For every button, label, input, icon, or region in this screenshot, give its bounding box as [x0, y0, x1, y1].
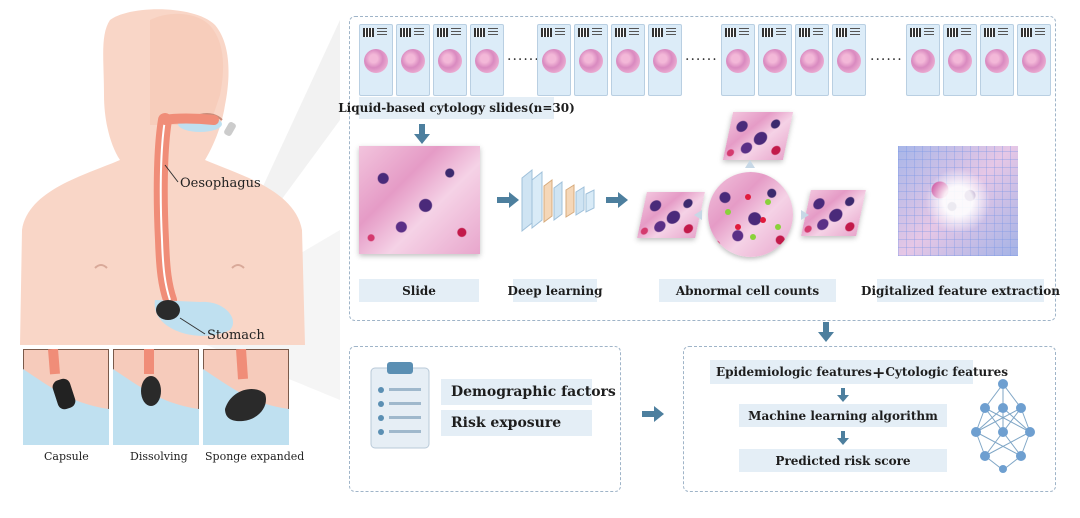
spread-arrows-icon — [694, 160, 809, 220]
cytology-pipeline-panel — [349, 16, 1056, 321]
inset-capsule — [23, 349, 109, 445]
oesophagus-label: Oesophagus — [180, 176, 261, 191]
ellipsis: ...... — [870, 48, 903, 64]
stage-label-digitalized-feature-extraction: Digitalized feature extraction — [861, 279, 1060, 302]
slide-thumbnail — [906, 24, 940, 96]
cell-tile-top — [722, 112, 794, 160]
inset-caption-capsule: Capsule — [44, 450, 89, 463]
slide-thumbnail — [359, 24, 393, 96]
slide-thumbnail — [980, 24, 1014, 96]
slide-thumbnail — [396, 24, 430, 96]
digitalized-feature-image — [898, 146, 1018, 256]
cytologic-features-label: Cytologic features — [885, 365, 1008, 379]
slide-thumbnail — [943, 24, 977, 96]
slide-thumbnail — [574, 24, 608, 96]
stomach-label: Stomach — [207, 328, 265, 343]
inset-sponge-expanded — [203, 349, 289, 445]
ml-algorithm-box: Machine learning algorithm — [739, 404, 947, 427]
slide-thumbnail — [433, 24, 467, 96]
slide-thumbnail — [832, 24, 866, 96]
risk-exposure-box: Risk exposure — [441, 410, 592, 436]
epidemiologic-features-label: Epidemiologic features — [716, 365, 872, 379]
slide-micrograph — [359, 146, 480, 254]
slide-thumbnail — [721, 24, 755, 96]
stage-label-abnormal-cell-counts: Abnormal cell counts — [659, 279, 836, 302]
slide-thumbnail — [611, 24, 645, 96]
cell-tile-right — [801, 190, 866, 236]
neural-network-graph-icon — [971, 379, 1035, 473]
slide-thumbnail — [758, 24, 792, 96]
slide-thumbnail — [1017, 24, 1051, 96]
plus-sign: + — [871, 362, 886, 382]
slide-thumbnail — [470, 24, 504, 96]
predicted-risk-score-box: Predicted risk score — [739, 449, 947, 472]
right-arrow-icon — [497, 192, 519, 208]
down-arrow-icon — [818, 322, 834, 342]
model-panel — [683, 346, 1056, 492]
demographic-factors-box: Demographic factors — [441, 379, 616, 405]
ellipsis: ...... — [507, 48, 540, 64]
down-arrow-icon — [837, 388, 849, 402]
features-box: Epidemiologic features + Cytologic featu… — [710, 360, 1008, 384]
down-arrow-icon — [837, 431, 849, 445]
stage-label-slide: Slide — [359, 279, 479, 302]
inset-caption-dissolving: Dissolving — [130, 450, 188, 463]
right-arrow-icon — [606, 192, 628, 208]
slide-thumbnail — [537, 24, 571, 96]
slides-label: Liquid-based cytology slides(n=30) — [338, 97, 575, 119]
slide-thumbnail — [648, 24, 682, 96]
right-arrow-icon — [642, 406, 664, 422]
inset-caption-sponge-expanded: Sponge expanded — [205, 450, 305, 463]
inset-dissolving — [113, 349, 199, 445]
neural-network-layers-icon — [521, 168, 595, 233]
clipboard-icon — [370, 362, 430, 449]
stage-label-deep-learning: Deep learning — [508, 279, 602, 302]
slide-thumbnail — [795, 24, 829, 96]
cell-count-circle — [708, 172, 793, 257]
anatomy-illustration — [20, 9, 340, 400]
cell-markers — [725, 194, 781, 240]
ellipsis: ...... — [685, 48, 718, 64]
down-arrow-icon — [414, 124, 430, 144]
questionnaire-panel — [349, 346, 621, 492]
